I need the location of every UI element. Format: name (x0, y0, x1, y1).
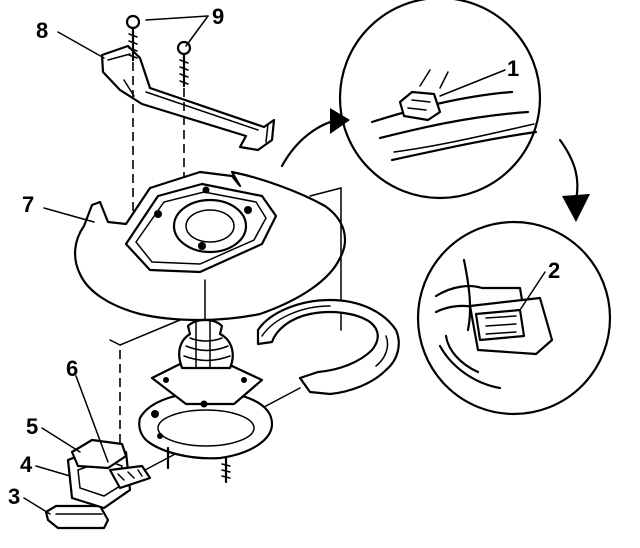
detail-view-1 (338, 0, 542, 200)
arrow-to-detail-2-icon (558, 138, 590, 222)
connector-assembly-part (44, 438, 152, 530)
callout-4: 4 (20, 452, 33, 477)
callout-6: 6 (66, 356, 78, 381)
bolt-right (176, 40, 192, 88)
callout-3: 3 (8, 484, 20, 509)
bracket-part (100, 44, 276, 152)
callout-7: 7 (22, 192, 34, 217)
callout-8: 8 (36, 18, 48, 43)
callout-2: 2 (548, 258, 560, 283)
bolt-left (125, 14, 141, 62)
callout-leaders (23, 15, 209, 515)
sensor-housing-part (138, 318, 274, 484)
callout-5: 5 (26, 414, 38, 439)
curved-shield-part (256, 298, 400, 396)
detail-view-2 (416, 220, 612, 416)
callout-9: 9 (212, 4, 224, 29)
arrow-to-detail-1-icon (280, 108, 350, 168)
shield-plate-part (74, 170, 347, 322)
callout-1: 1 (507, 56, 519, 81)
